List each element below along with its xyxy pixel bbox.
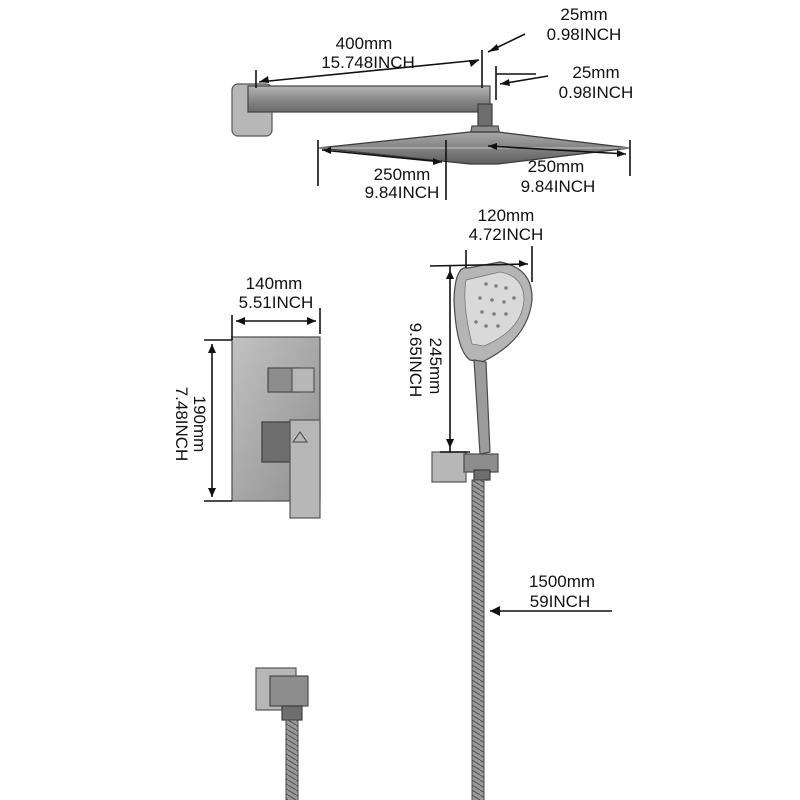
arm-length-inch: 15.748INCH — [321, 53, 415, 72]
valve-width-dimension: 140mm 5.51INCH — [231, 274, 321, 340]
elbow-body — [269, 675, 309, 707]
handheld-width-inch: 4.72INCH — [469, 225, 544, 244]
hand-shower-nozzles — [474, 282, 516, 328]
holder-wall-plate — [431, 451, 467, 483]
shower-hose — [471, 479, 485, 800]
arm-drop-connector — [477, 103, 493, 127]
hose-length-dimension: 1500mm 59INCH — [490, 572, 612, 616]
rain-head-right-dimension: 250mm 9.84INCH — [487, 140, 631, 196]
handheld-length-inch: 9.65INCH — [406, 323, 425, 398]
valve-width-inch: 5.51INCH — [239, 293, 314, 312]
valve-trim-plate — [231, 336, 321, 519]
arm-height-inch: 0.98INCH — [559, 83, 634, 102]
warning-triangle-icon — [292, 431, 308, 443]
hand-shower — [453, 261, 533, 455]
handheld-length-mm: 245mm — [426, 338, 445, 395]
handle-base — [261, 421, 295, 463]
rain-head-right-inch: 9.84INCH — [521, 177, 596, 196]
rain-head-right-mm: 250mm — [528, 157, 585, 176]
arm-width-mm: 25mm — [560, 5, 607, 24]
shower-arm — [231, 83, 501, 137]
handheld-length-dimension: 245mm 9.65INCH — [406, 266, 470, 453]
handheld-width-dimension: 120mm 4.72INCH — [429, 206, 544, 282]
valve-height-inch: 7.48INCH — [172, 387, 191, 462]
hand-shower-spray-face — [464, 271, 525, 347]
hose-length-mm: 1500mm — [529, 572, 595, 591]
arm-height-dimension: 25mm 0.98INCH — [495, 63, 634, 102]
hose-length-inch: 59INCH — [530, 592, 590, 611]
hand-shower-holder — [431, 451, 499, 483]
arm-height-mm: 25mm — [572, 63, 619, 82]
arm-width-inch: 0.98INCH — [547, 25, 622, 44]
rain-head-left-mm: 250mm — [374, 165, 431, 184]
valve-height-mm: 190mm — [190, 396, 209, 453]
hose-connector-top — [473, 469, 491, 481]
arm-tube — [247, 85, 491, 113]
elbow-hose-nut — [281, 705, 303, 721]
hand-shower-handle — [473, 359, 491, 455]
arm-length-dimension: 400mm 15.748INCH — [255, 34, 483, 88]
arm-width-dimension: 25mm 0.98INCH — [487, 5, 622, 75]
rain-head-left-dimension: 250mm 9.84INCH — [317, 140, 447, 202]
valve-width-mm: 140mm — [246, 274, 303, 293]
lever-handle — [289, 419, 321, 519]
wall-supply-elbow — [255, 667, 309, 800]
elbow-hose — [285, 719, 299, 800]
holder-bracket — [463, 453, 499, 473]
arm-length-mm: 400mm — [336, 34, 393, 53]
rain-head-left-inch: 9.84INCH — [365, 183, 440, 202]
valve-height-dimension: 190mm 7.48INCH — [172, 339, 232, 502]
diverter-knob — [291, 367, 315, 393]
handheld-width-mm: 120mm — [478, 206, 535, 225]
